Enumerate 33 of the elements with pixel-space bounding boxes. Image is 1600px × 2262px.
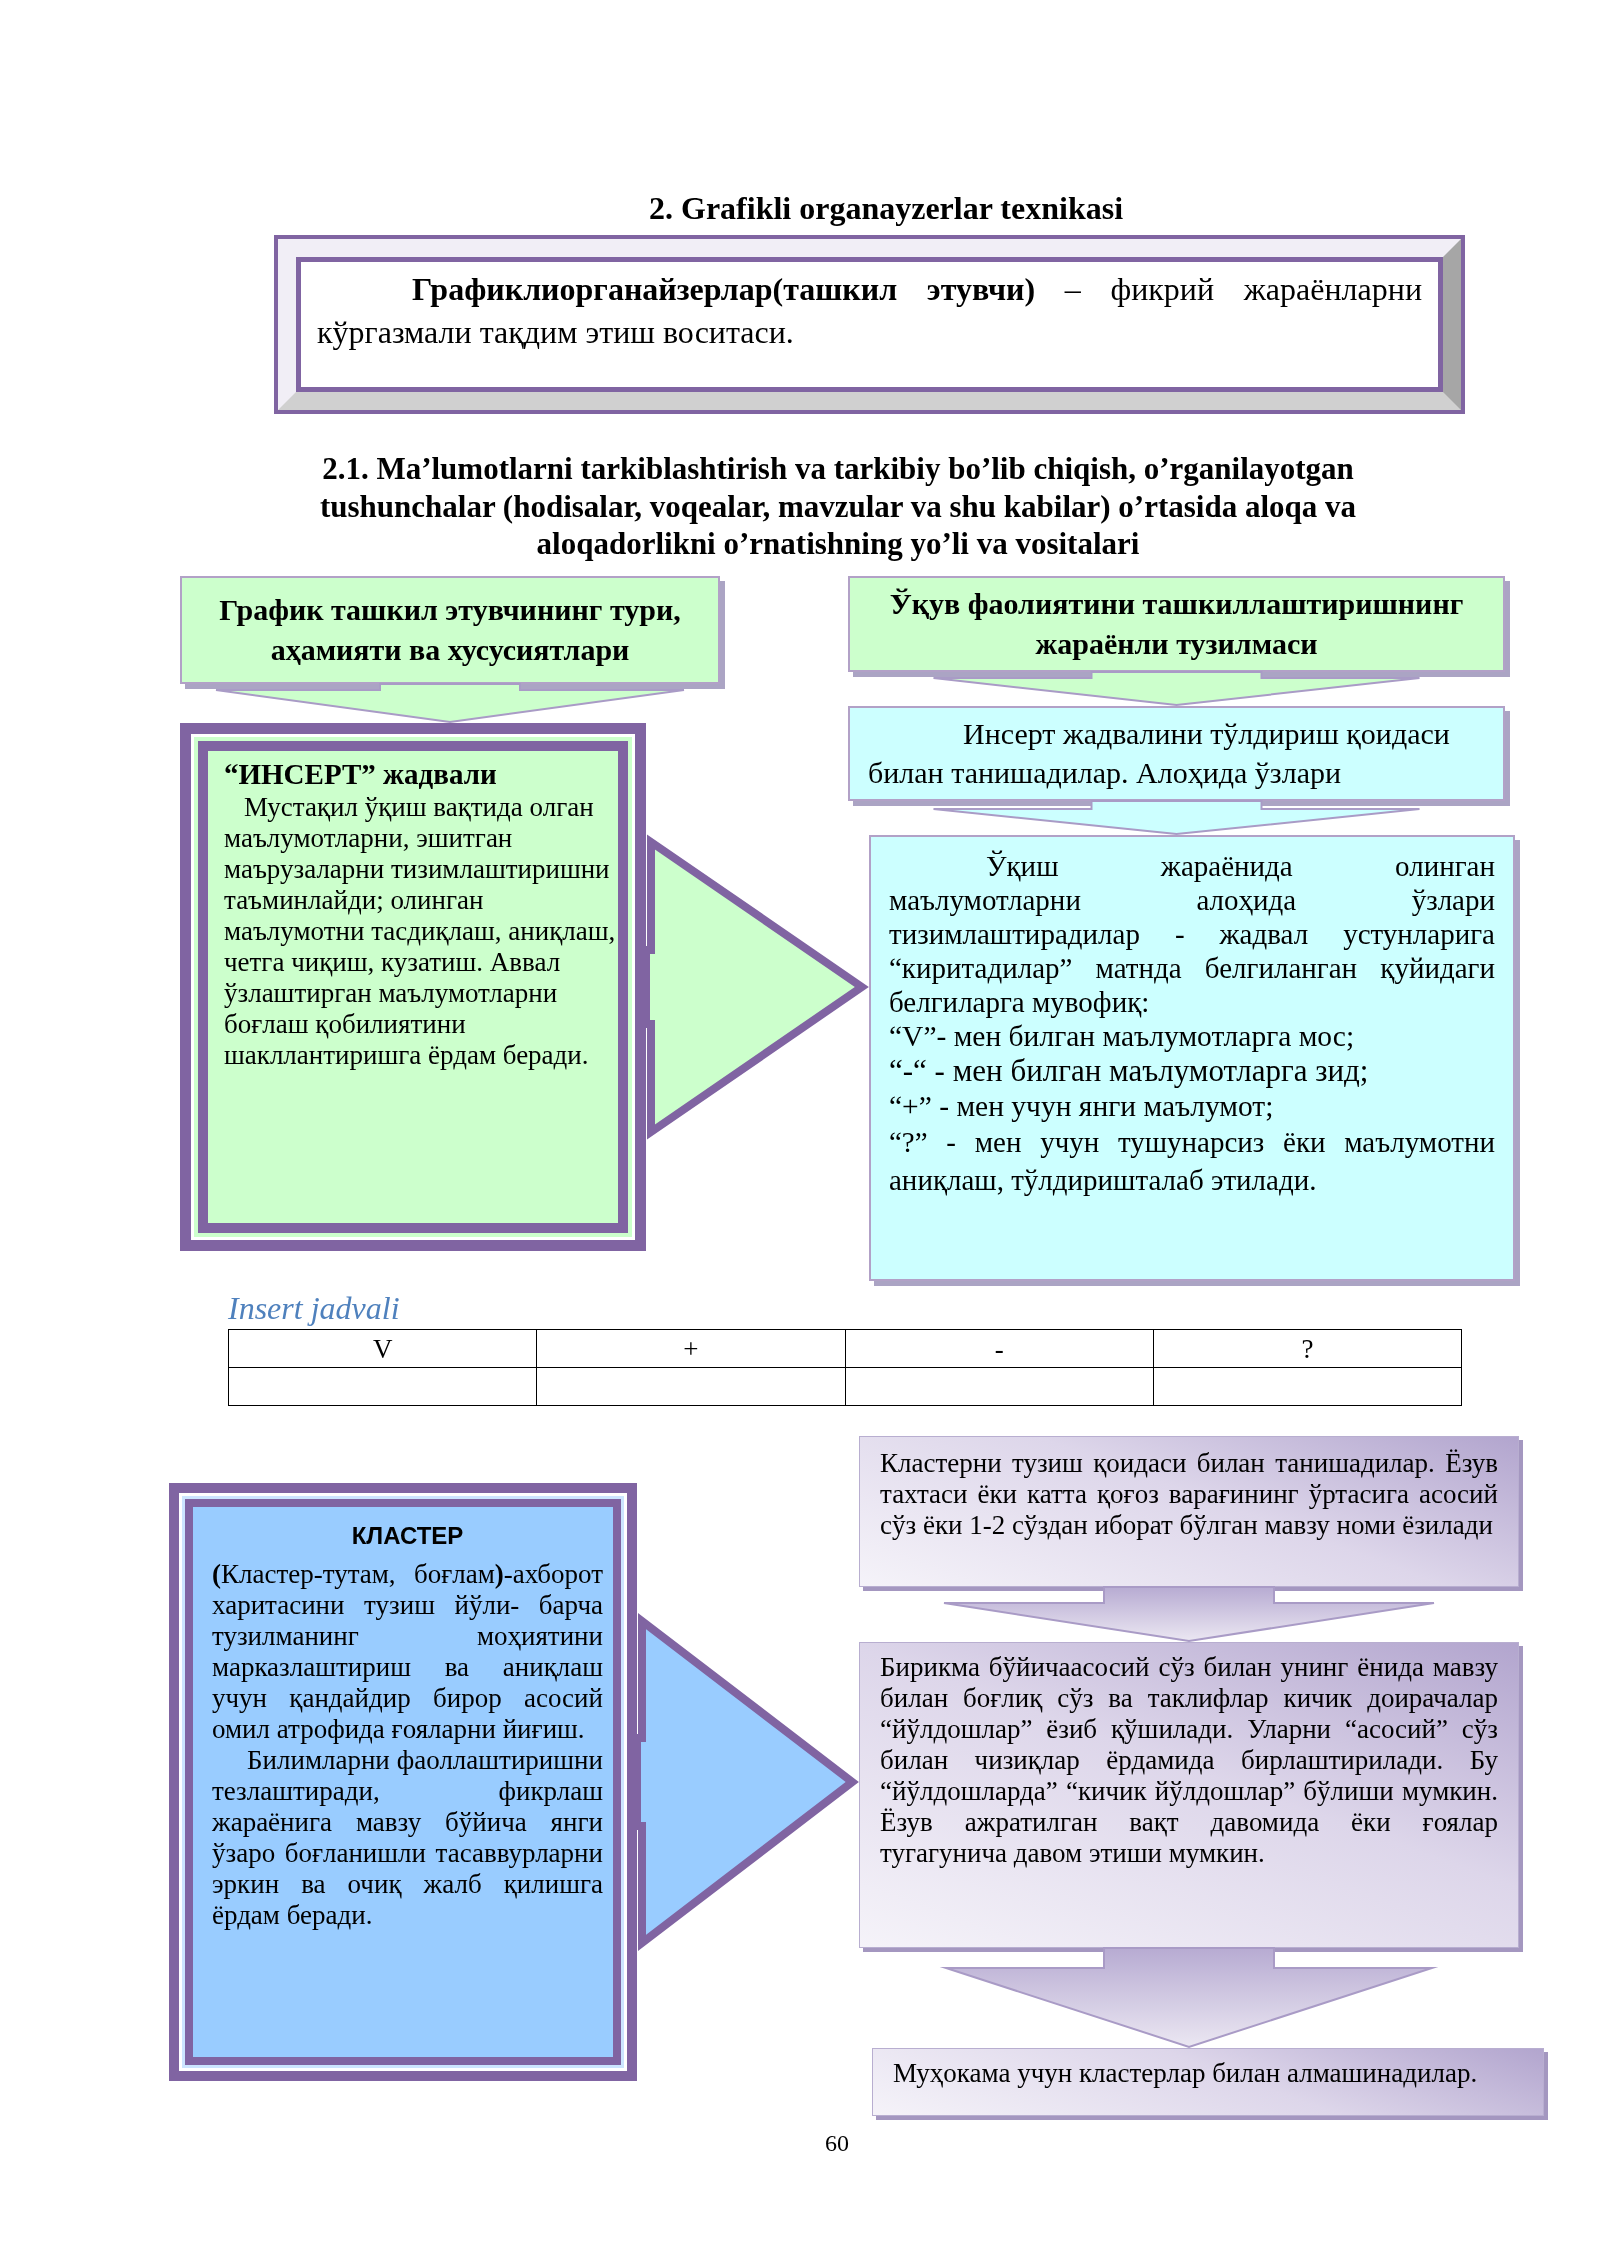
header-text: Ўқув фаолиятини ташкиллаштиришнинг жараёнли тузилмаси bbox=[888, 586, 1465, 662]
box-text: (Кластер-тутам, боғлам)-ахборот харитасини тузиш йўли- барча тузилманинг моҳиятини марказлаштириш ва аниқлаш учун қандайдир бирор асосий омил атрофида ғояларни йиғиш. bbox=[212, 1559, 603, 1745]
section-heading: 2.1. Ma’lumotlarni tarkiblashtirish va tarkibiy bo’lib chiqish, o’rganilayotgan tushunchalar (hodisalar, voqealar, mavzular va shu kabilar) o’rtasida aloqa va aloqadorlikni o’rnatishning yo’li va vositalari bbox=[318, 450, 1358, 563]
block-arrow bbox=[943, 1586, 1435, 1642]
definition-text: Графиклиорганайзерлар(ташкил этувчи) – фикрий жараёнларни кўргазмали тақдим этиш воситаси. bbox=[317, 270, 1422, 352]
box-text: Билимларни фаоллаштиришни тезлаштиради, фикрлаш жараёнига мавзу бўйича янги ўзаро боғланишли тасаввурларни эркин ва очиқ жалб қилишга ёрдам беради. bbox=[212, 1745, 603, 1931]
table-header-cell: V bbox=[228, 1329, 537, 1368]
box-text: Кластерни тузиш қоидаси билан танишадилар. Ёзув тахтаси ёки катта қоғоз варағининг ўртасига асосий сўз ёки 1-2 сўздан иборат бўлган мавзу номи ёзилади bbox=[880, 1448, 1498, 1541]
rule-line: “V”- мен билган маълумотларга мос; bbox=[889, 1019, 1356, 1053]
rule-line: “-“ - мен билган маълумотларга зид; bbox=[889, 1053, 1370, 1089]
block-arrow bbox=[932, 671, 1421, 706]
box-text: Мустақил ўқиш вақтида олган маълумотларни, эшитган маърузаларни тизимлаштиришни таъминлайди; олинган маълумотни тасдиқлаш, аниқлаш, четга чиқиш, кузатиш. Аввал ўзлаштирган маълумотларни боғлаш қобилиятини шакллантиришга ёрдам беради. bbox=[224, 792, 616, 1071]
block-arrow bbox=[939, 1947, 1439, 2048]
box-heading: КЛАСТЕР bbox=[350, 1521, 465, 1551]
block-arrow bbox=[932, 800, 1421, 835]
table-header-cell: ? bbox=[1153, 1329, 1462, 1368]
rule-line: “?” - мен учун тушунарсиз ёки маълумотни аниқлаш, тўлдиришталаб этилади. bbox=[889, 1125, 1495, 1198]
box-text: Ўқиш жараёнида олинган маълумотларни алоҳида ўзлари тизимлаштирадилар - жадвал устунларига “киритадилар” матнда белгиланган қуйидаги белгиларга мувофиқ: bbox=[889, 849, 1495, 1019]
box-text: Бирикма бўйичаасосий сўз билан унинг ёнида мавзу билан боғлиқ сўз ва таклифлар кичик доирачалар “йўлдошлар” ёзиб қўшилади. Уларни “асосий” сўз билан чизиқлар ёрдамида бирлаштирилади. Бу “йўлдошларда” “кичик йўлдошлар” бўлиши мумкин. Ёзув ажратилган вақт давомида ёки ғоялар тугагунича давом этиши мумкин. bbox=[880, 1652, 1498, 1869]
table-caption: Insert jadvali bbox=[228, 1290, 400, 1327]
rule-line: “+” - мен учун янги маълумот; bbox=[889, 1089, 1275, 1123]
header-text: График ташкил этувчининг тури, аҳамияти ва хусусиятлари bbox=[218, 592, 682, 668]
table-header-cell: + bbox=[536, 1329, 845, 1368]
insert-callout-box bbox=[180, 723, 646, 1251]
cluster-callout-box bbox=[169, 1483, 637, 2081]
page-title: 2. Grafikli organayzerlar texnikasi bbox=[648, 189, 1124, 227]
definition-frame bbox=[274, 235, 1465, 414]
box-text: Инсерт жадвалини тўлдириш қоидаси билан танишадилар. Алоҳида ўзлари bbox=[868, 716, 1451, 791]
page-number: 60 bbox=[824, 2129, 850, 2158]
table-header-cell: - bbox=[845, 1329, 1154, 1368]
box-heading: “ИНСЕРТ” жадвали bbox=[224, 757, 498, 792]
block-arrow bbox=[215, 683, 685, 723]
box-text: Муҳокама учун кластерлар билан алмашинадилар. bbox=[893, 2058, 1479, 2089]
